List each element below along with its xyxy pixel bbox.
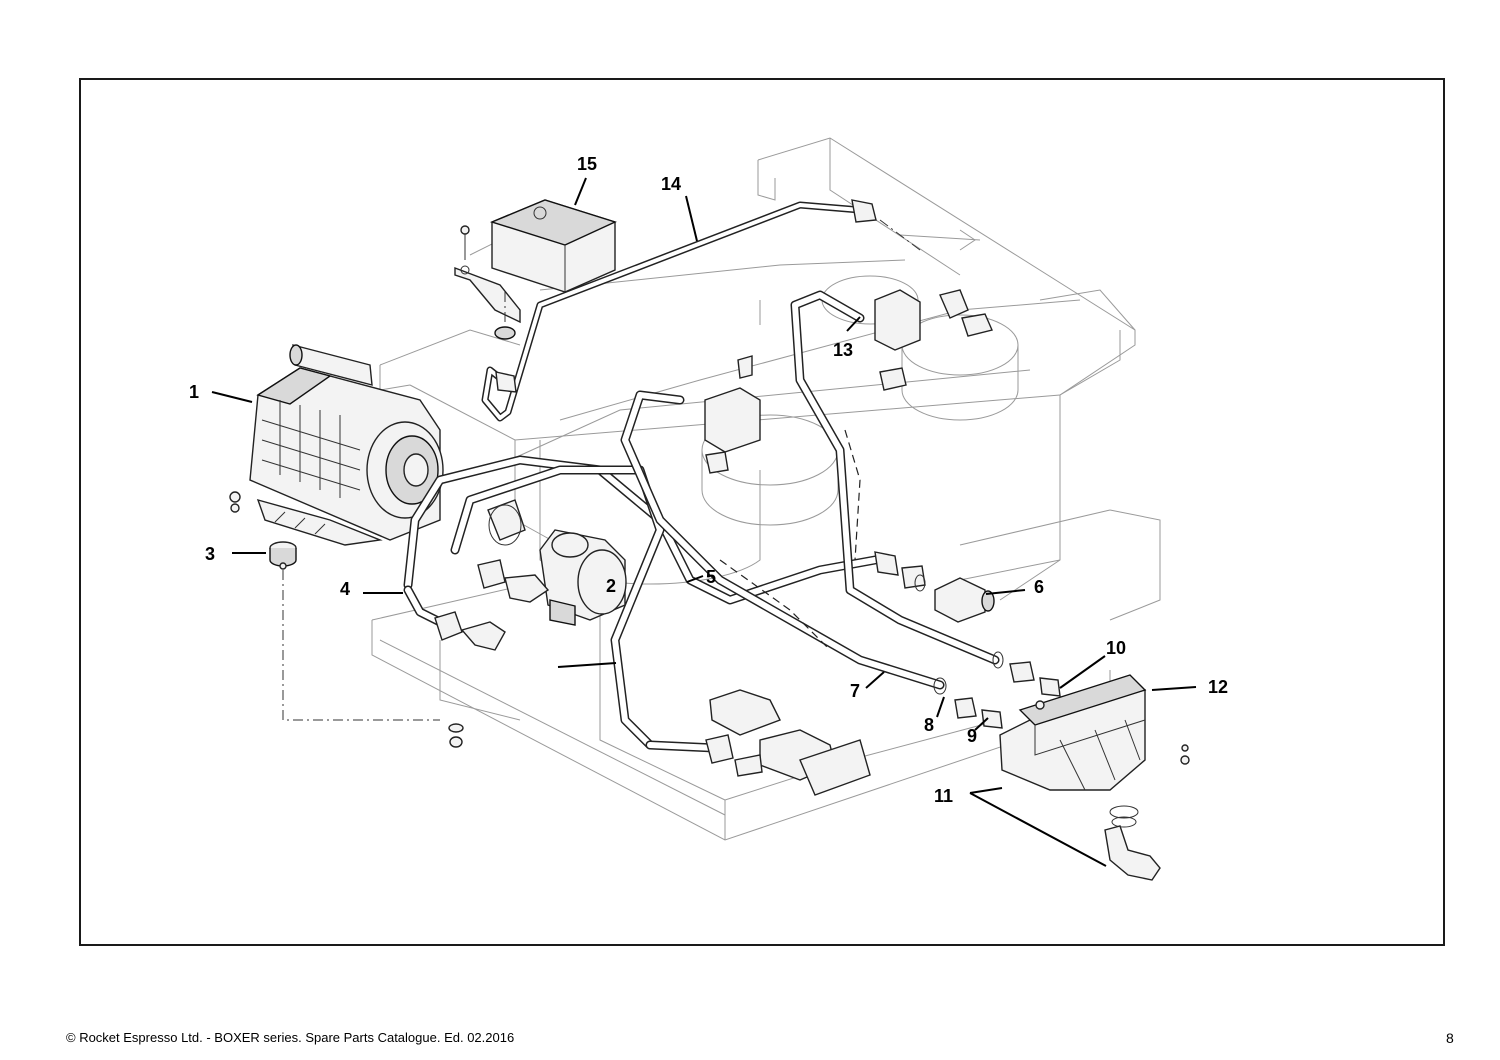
- pressure-switch-pipe: [481, 199, 921, 422]
- callout-3: 3: [205, 544, 215, 564]
- motor-foot: [269, 541, 440, 721]
- callout-7: 7: [850, 681, 860, 701]
- callout-13: 13: [833, 340, 853, 360]
- hoses: [403, 290, 1000, 753]
- pump-motor: [229, 344, 444, 546]
- leader-lines: [211, 177, 1197, 867]
- callout-numbers: 1 2 3 4 5 6 7 8 9 10 11 12 13 14 15: [189, 154, 1228, 806]
- callout-10: 10: [1106, 638, 1126, 658]
- callout-11: 11: [934, 786, 953, 806]
- callout-14: 14: [661, 174, 681, 194]
- callout-8: 8: [924, 715, 934, 735]
- callout-9: 9: [967, 726, 977, 746]
- rotary-pump: [487, 499, 627, 626]
- callout-6: 6: [1034, 577, 1044, 597]
- water-reservoir: [999, 674, 1190, 881]
- page-number: 8: [1446, 1030, 1454, 1046]
- callout-12: 12: [1208, 677, 1228, 697]
- callout-15: 15: [577, 154, 597, 174]
- callout-4: 4: [340, 579, 350, 599]
- pressure-switch: [454, 199, 617, 340]
- callout-2: 2: [606, 576, 616, 596]
- callout-5: 5: [706, 567, 716, 587]
- fittings: [434, 289, 1061, 796]
- footer-caption: © Rocket Espresso Ltd. - BOXER series. S…: [66, 1030, 515, 1045]
- callout-1: 1: [189, 382, 199, 402]
